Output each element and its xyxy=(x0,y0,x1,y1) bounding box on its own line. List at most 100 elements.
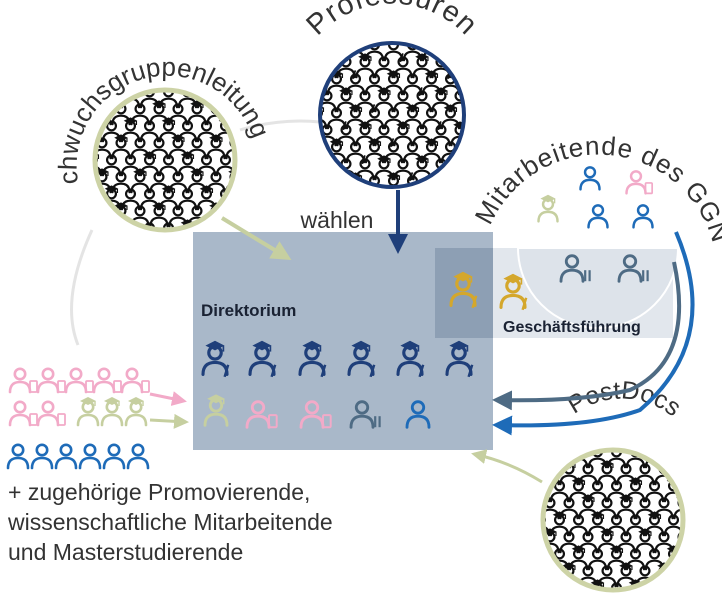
background-arc-left xyxy=(70,229,94,346)
crowd-person-icon xyxy=(393,121,413,147)
crowd-person-icon xyxy=(300,121,317,145)
crowd-person-icon xyxy=(682,457,683,469)
person-icon xyxy=(30,443,54,470)
crowd-person-icon xyxy=(523,562,540,586)
arrow-mitarbeitende-blue xyxy=(492,231,695,436)
crowd-person-icon xyxy=(648,582,661,590)
crowd-person-icon xyxy=(568,514,589,537)
nachwuchs-icon xyxy=(100,397,124,427)
crowd-person-icon xyxy=(355,43,375,45)
staff-tools-icon xyxy=(349,400,381,429)
crowd-person-icon xyxy=(543,579,548,590)
crowd-person-icon xyxy=(684,579,701,596)
person-icon xyxy=(6,443,30,470)
crowd-person-icon xyxy=(587,548,608,571)
student-phone-icon xyxy=(92,367,122,394)
crowd-person-icon xyxy=(553,582,566,590)
nachwuchs-icon xyxy=(124,397,148,427)
crowd-person-icon xyxy=(300,91,317,111)
nachwuchs-icon xyxy=(537,194,559,223)
professor-icon xyxy=(396,340,425,378)
direktorium-label: Direktorium xyxy=(201,301,296,320)
crowd-person-icon xyxy=(393,43,413,45)
crowd-person-icon xyxy=(105,222,118,230)
nachwuchs-circle xyxy=(75,66,238,233)
crowd-person-icon xyxy=(355,53,375,79)
crowd-person-icon xyxy=(326,175,347,187)
crowd-person-icon xyxy=(682,525,683,537)
student-phone-icon xyxy=(64,367,94,394)
person-icon xyxy=(587,204,609,229)
crowd-person-icon xyxy=(374,87,394,113)
person-icon xyxy=(54,443,78,470)
crowd-person-icon xyxy=(523,494,540,518)
person-icon xyxy=(102,443,126,470)
crowd-person-icon xyxy=(95,188,103,211)
crowd-person-icon xyxy=(616,450,636,452)
geschaeftsfuehrung-label: Geschäftsführung xyxy=(503,319,641,336)
crowd-person-icon xyxy=(234,199,235,211)
professor-icon xyxy=(298,340,327,378)
person-icon xyxy=(405,400,431,429)
student-phone-icon xyxy=(245,400,278,429)
crowd-person-icon xyxy=(111,134,131,160)
crowd-person-icon xyxy=(459,73,464,96)
student-phone-icon xyxy=(299,400,332,429)
crowd-person-icon xyxy=(158,185,179,211)
crowd-person-icon xyxy=(543,450,551,469)
professor-icon xyxy=(201,340,230,378)
nachwuchs-icon xyxy=(76,397,100,427)
crowd-person-icon xyxy=(578,450,598,452)
crowd-person-icon xyxy=(635,528,655,554)
arrow-mitarbeitende-staff xyxy=(492,261,682,411)
crowd-person-icon xyxy=(673,463,683,486)
crowd-person-icon xyxy=(320,175,328,187)
crowd-person-icon xyxy=(459,138,464,164)
crowd-person-icon xyxy=(459,43,464,62)
footnote-line-2: wissenschaftliche Mitarbeitende xyxy=(8,508,333,535)
crowd-person-icon xyxy=(543,450,560,452)
crowd-person-icon xyxy=(597,450,617,452)
crowd-person-icon xyxy=(75,66,92,90)
professor-icon xyxy=(347,340,376,378)
crowd-person-icon xyxy=(130,168,150,194)
crowd-person-icon xyxy=(412,43,433,46)
leitung-icon xyxy=(449,271,478,309)
crowd-person-icon xyxy=(673,450,683,452)
arrow-nachwuchs-left xyxy=(149,413,189,429)
student-phone-icon xyxy=(8,367,38,394)
crowd-person-icon xyxy=(300,57,317,77)
crowd-person-icon xyxy=(440,104,461,130)
professor-icon xyxy=(248,340,277,378)
footnote-line-1: + zugehörige Promovierende, xyxy=(8,479,311,505)
crowd-person-icon xyxy=(549,480,570,503)
crowd-person-icon xyxy=(149,202,169,228)
crowd-person-icon xyxy=(654,450,674,452)
mitarbeitende-semicircle xyxy=(516,247,680,329)
postdocs-circle xyxy=(523,447,701,596)
crowd-person-icon xyxy=(320,141,328,164)
crowd-person-icon xyxy=(336,87,356,113)
crowd-person-icon xyxy=(177,188,198,211)
crowd-person-icon xyxy=(663,450,683,469)
footnote: + zugehörige Promovierende, wissenschaft… xyxy=(8,478,333,568)
student-phone-icon xyxy=(625,170,654,195)
crowd-person-icon xyxy=(300,159,318,180)
crowd-person-icon xyxy=(459,175,464,187)
crowd-person-icon xyxy=(450,53,464,79)
crowd-person-icon xyxy=(450,158,464,181)
staff-tools-icon xyxy=(617,254,649,283)
mitarbeitende-label: Mitarbeitende des GGN xyxy=(469,130,722,246)
crowd-person-icon xyxy=(667,582,680,590)
professor-icon xyxy=(445,340,474,378)
person-icon xyxy=(78,443,102,470)
professuren-label: Professuren xyxy=(301,0,484,42)
background-arc-top xyxy=(239,119,321,132)
crowd-person-icon xyxy=(206,134,226,160)
staff-tools-icon xyxy=(559,254,591,283)
crowd-person-icon xyxy=(374,43,394,45)
person-icon xyxy=(632,204,654,229)
person-icon xyxy=(126,443,150,470)
professuren-circle xyxy=(300,41,466,189)
